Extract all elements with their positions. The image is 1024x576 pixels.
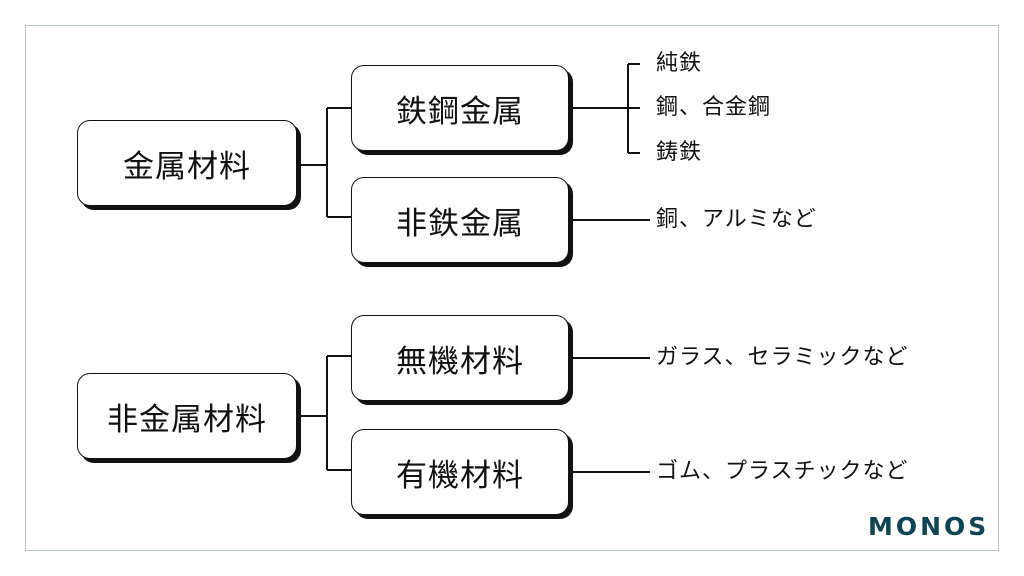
leaf-pure-iron: 純鉄 xyxy=(656,51,703,76)
node-metal-materials: 金属材料 xyxy=(77,120,297,206)
node-ferrous-metals: 鉄鋼金属 xyxy=(351,65,569,151)
leaf-rubber-plastics: ゴム、プラスチックなど xyxy=(656,459,909,484)
leaf-cast-iron: 鋳鉄 xyxy=(656,140,703,165)
node-organic-materials: 有機材料 xyxy=(351,429,569,515)
leaf-glass-ceramics: ガラス、セラミックなど xyxy=(656,345,909,370)
leaf-copper-aluminum: 銅、アルミなど xyxy=(656,207,817,232)
node-inorganic-materials: 無機材料 xyxy=(351,315,569,401)
node-nonferrous-metals: 非鉄金属 xyxy=(351,177,569,263)
node-nonmetal-materials: 非金属材料 xyxy=(77,373,297,459)
leaf-steel-alloy-steel: 鋼、合金鋼 xyxy=(656,95,772,120)
monos-logo: MONOS xyxy=(868,512,990,541)
